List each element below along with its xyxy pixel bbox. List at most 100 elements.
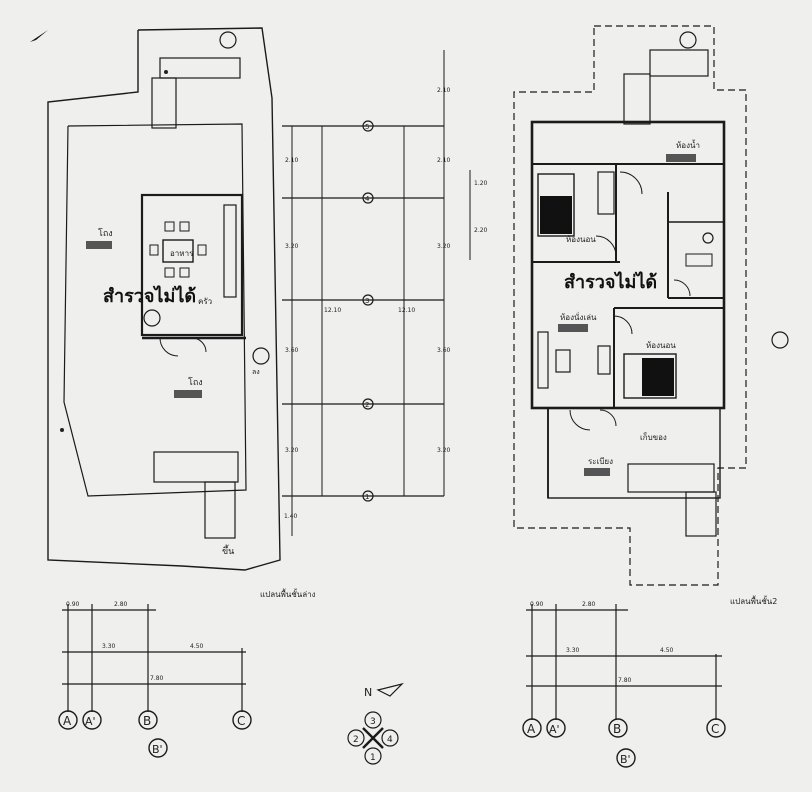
svg-text:2.80: 2.80 bbox=[114, 601, 128, 608]
north-arrow-icon bbox=[376, 682, 404, 697]
svg-text:3.60: 3.60 bbox=[437, 347, 451, 354]
svg-text:3.20: 3.20 bbox=[437, 243, 451, 250]
room-label-dining: อาหาร bbox=[170, 249, 194, 258]
tv-cabinet bbox=[597, 345, 611, 375]
svg-text:4.50: 4.50 bbox=[660, 647, 674, 654]
svg-text:0.90: 0.90 bbox=[66, 601, 80, 608]
row-label: 4 bbox=[365, 195, 370, 203]
chair bbox=[197, 244, 207, 256]
svg-text:1: 1 bbox=[370, 753, 376, 763]
ground-slab-outline bbox=[63, 123, 247, 497]
chair bbox=[164, 267, 175, 278]
kitchen-block bbox=[140, 193, 244, 337]
svg-text:2.10: 2.10 bbox=[437, 157, 451, 164]
svg-text:2.10: 2.10 bbox=[437, 87, 451, 94]
svg-text:0.90: 0.90 bbox=[530, 601, 544, 608]
room-label-balcony: ระเบียง bbox=[588, 457, 613, 466]
left-axes: 0.90 2.80 3.30 4.50 7.80 A A' B B' C bbox=[58, 601, 252, 758]
row-label: 5 bbox=[365, 123, 369, 131]
door-swing bbox=[673, 279, 691, 297]
svg-text:3.20: 3.20 bbox=[437, 447, 451, 454]
room-label-hall: โถง bbox=[188, 377, 203, 388]
post bbox=[164, 70, 168, 74]
room-label-kitchen: ครัว bbox=[198, 297, 212, 306]
door-swing bbox=[619, 171, 643, 195]
svg-text:3.30: 3.30 bbox=[566, 647, 580, 654]
bed-2 bbox=[623, 353, 677, 399]
stamp-left: สำรวจไม่ได้ bbox=[103, 285, 196, 307]
north-label: N bbox=[364, 686, 372, 699]
bed-main-fill bbox=[540, 196, 572, 234]
svg-text:1.20: 1.20 bbox=[474, 180, 488, 187]
room-label-storage: เก็บของ bbox=[640, 432, 667, 442]
sofa bbox=[537, 331, 549, 389]
svg-text:12.10: 12.10 bbox=[398, 307, 415, 314]
axis-label: C bbox=[711, 722, 719, 736]
axis-label: A' bbox=[549, 723, 560, 736]
caption-ground: แปลนพื้นชั้นล่าง bbox=[260, 588, 316, 599]
ground-outer-boundary bbox=[47, 27, 281, 571]
upper-top-stair bbox=[623, 49, 709, 125]
entry-label: ขึ้น bbox=[222, 544, 234, 557]
room-tag bbox=[584, 468, 610, 476]
room-tag bbox=[558, 324, 588, 332]
axis-label: B' bbox=[620, 753, 631, 766]
room-label-bed-main: ห้องนอน bbox=[566, 235, 596, 244]
top-stair bbox=[151, 57, 241, 129]
chair bbox=[179, 221, 190, 232]
room-label-bath: ห้องน้ำ bbox=[676, 139, 700, 150]
axis-label: B bbox=[143, 714, 151, 728]
wardrobe bbox=[597, 171, 615, 215]
svg-text:3.60: 3.60 bbox=[285, 347, 299, 354]
north-arrow: N bbox=[364, 682, 404, 699]
post bbox=[60, 428, 64, 432]
bed-2-fill bbox=[642, 358, 674, 396]
svg-text:1.40: 1.40 bbox=[284, 513, 298, 520]
row-label: 3 bbox=[365, 297, 369, 305]
room-label-living: โถง bbox=[98, 228, 113, 239]
section-mark bbox=[252, 347, 270, 365]
svg-text:3.20: 3.20 bbox=[285, 243, 299, 250]
structural-grid bbox=[282, 50, 471, 536]
svg-text:2.20: 2.20 bbox=[474, 227, 488, 234]
row-label: 1 bbox=[365, 493, 369, 501]
grid-row-bubbles: 5 4 3 2 1 bbox=[362, 120, 374, 502]
door-swing bbox=[159, 337, 179, 357]
axis-label: A bbox=[63, 714, 72, 728]
room-tag bbox=[174, 390, 202, 398]
basin bbox=[685, 253, 713, 267]
dining-table bbox=[162, 239, 194, 263]
section-mark bbox=[219, 31, 237, 49]
second-floor-plan: ห้องนอน ห้องนอน ห้องน้ำ ห้องนั่งเล่น ระเ… bbox=[513, 25, 789, 606]
caption-second: แปลนพื้นชั้น2 bbox=[730, 595, 777, 606]
axis-label: B' bbox=[152, 743, 163, 756]
chair bbox=[164, 221, 175, 232]
corner-mark bbox=[30, 30, 48, 42]
right-axes: 0.90 2.80 3.30 4.50 7.80 A A' B B' C bbox=[522, 601, 726, 768]
svg-text:4: 4 bbox=[387, 735, 393, 745]
row-label: 2 bbox=[365, 401, 369, 409]
chair bbox=[179, 267, 190, 278]
axis-label: A bbox=[527, 722, 536, 736]
room-label-family: ห้องนั่งเล่น bbox=[560, 311, 597, 322]
room-tag bbox=[666, 154, 696, 162]
stair-mark: ลง bbox=[252, 368, 260, 376]
bottom-stair bbox=[153, 451, 239, 539]
door-swing bbox=[613, 315, 633, 335]
grid-dims: 2.10 2.10 3.20 3.60 3.20 2.10 3.20 3.60 … bbox=[284, 87, 488, 520]
door-swing bbox=[143, 309, 161, 327]
door-swing bbox=[599, 409, 617, 427]
axis-label: C bbox=[237, 714, 245, 728]
kitchen-counter bbox=[223, 204, 237, 298]
toilet bbox=[702, 232, 714, 244]
door-swing bbox=[191, 337, 207, 353]
coffee-table bbox=[555, 349, 571, 373]
svg-text:12.10: 12.10 bbox=[324, 307, 341, 314]
stamp-right: สำรวจไม่ได้ bbox=[564, 271, 657, 293]
upper-bottom-stair bbox=[627, 463, 717, 537]
svg-text:7.80: 7.80 bbox=[150, 675, 164, 682]
svg-text:4.50: 4.50 bbox=[190, 643, 204, 650]
section-mark bbox=[679, 31, 697, 49]
